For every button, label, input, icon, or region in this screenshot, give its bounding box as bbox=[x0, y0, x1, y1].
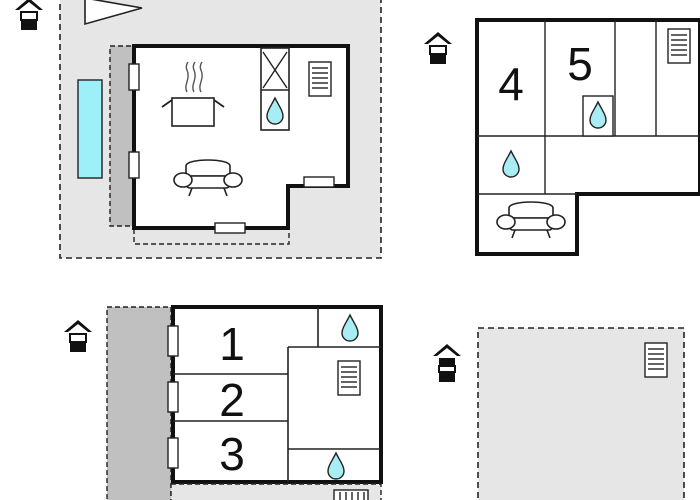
radiator-icon bbox=[337, 360, 361, 396]
window-icon bbox=[214, 222, 246, 234]
house-floor-level-icon bbox=[433, 344, 461, 382]
room-number-1: 1 bbox=[219, 318, 245, 370]
window-icon bbox=[128, 151, 140, 179]
room-number-2: 2 bbox=[219, 374, 245, 426]
stove-icon bbox=[161, 61, 225, 127]
window-icon bbox=[167, 437, 179, 469]
radiator-icon bbox=[333, 489, 369, 500]
room-number-3: 3 bbox=[219, 428, 245, 480]
room-number-4: 4 bbox=[498, 58, 524, 110]
room-number-5: 5 bbox=[567, 38, 593, 90]
compass-north-arrow-icon bbox=[84, 0, 143, 26]
plan-upper-floor: 4 5 bbox=[423, 18, 700, 256]
window-icon bbox=[128, 63, 140, 91]
pool bbox=[77, 79, 103, 179]
radiator-icon bbox=[644, 342, 668, 378]
radiator-icon bbox=[667, 28, 691, 64]
window-icon bbox=[167, 325, 179, 357]
house-floor-level-icon bbox=[63, 319, 93, 353]
terrace-strip bbox=[133, 227, 290, 245]
plan-lower-level bbox=[433, 327, 685, 500]
plan-ground-floor bbox=[14, 0, 382, 259]
window-icon bbox=[303, 176, 335, 188]
radiator-icon bbox=[308, 61, 332, 97]
plan-bedroom-floor: 1 2 3 bbox=[63, 305, 383, 500]
window-icon bbox=[167, 381, 179, 413]
outdoor-area bbox=[170, 483, 382, 500]
house-floor-level-icon bbox=[423, 31, 453, 65]
house-floor-level-icon bbox=[14, 0, 44, 31]
terrace bbox=[106, 306, 172, 500]
